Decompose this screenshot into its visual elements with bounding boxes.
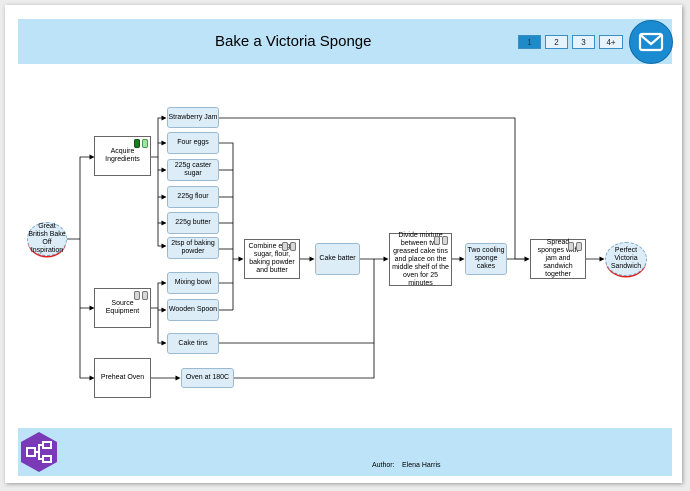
baking-powder-node[interactable]: 2tsp of baking powder xyxy=(167,237,219,259)
acquire-ingredients-task[interactable]: Acquire Ingredients xyxy=(94,136,151,176)
status-badge xyxy=(442,236,448,245)
acquire-status-badges xyxy=(134,139,148,148)
status-badge xyxy=(142,291,148,300)
status-badge xyxy=(142,139,148,148)
process-map-logo-icon xyxy=(18,431,60,473)
oven-180c-node[interactable]: Oven at 180C xyxy=(181,368,234,388)
cooling-sponges-node[interactable]: Two cooling sponge cakes xyxy=(465,243,507,275)
author-name: Elena Harris xyxy=(402,462,441,469)
status-badge xyxy=(434,236,440,245)
wooden-spoon-node[interactable]: Wooden Spoon xyxy=(167,299,219,321)
caster-sugar-node[interactable]: 225g caster sugar xyxy=(167,159,219,181)
four-eggs-node[interactable]: Four eggs xyxy=(167,132,219,154)
cake-tins-node[interactable]: Cake tins xyxy=(167,333,219,354)
combine-status-badges xyxy=(282,242,296,251)
status-badge xyxy=(568,242,574,251)
author-label: Author: xyxy=(372,462,395,469)
butter-node[interactable]: 225g butter xyxy=(167,212,219,234)
spread-status-badges xyxy=(568,242,582,251)
cake-batter-node[interactable]: Cake batter xyxy=(315,243,360,275)
page-title: Bake a Victoria Sponge xyxy=(215,33,372,50)
footer-bar xyxy=(18,428,672,476)
end-node[interactable]: Perfect Victoria Sandwich xyxy=(605,242,647,276)
status-badge xyxy=(576,242,582,251)
start-node[interactable]: Great British Bake Off Inspiration xyxy=(27,222,67,256)
envelope-icon[interactable] xyxy=(629,20,673,64)
strawberry-jam-node[interactable]: Strawberry Jam xyxy=(167,107,219,128)
page-2-button[interactable]: 2 xyxy=(545,35,568,49)
source-equipment-task[interactable]: Source Equipment xyxy=(94,288,151,328)
mixing-bowl-node[interactable]: Mixing bowl xyxy=(167,272,219,294)
status-badge xyxy=(290,242,296,251)
status-badge xyxy=(134,139,140,148)
page-4plus-button[interactable]: 4+ xyxy=(599,35,623,49)
preheat-oven-task[interactable]: Preheat Oven xyxy=(94,358,151,398)
status-badge xyxy=(134,291,140,300)
divide-mixture-task[interactable]: Divide mixture between two greased cake … xyxy=(389,232,452,287)
status-badge xyxy=(282,242,288,251)
divide-status-badges xyxy=(434,236,448,245)
flour-node[interactable]: 225g flour xyxy=(167,186,219,208)
source-status-badges xyxy=(134,291,148,300)
page-3-button[interactable]: 3 xyxy=(572,35,595,49)
page-1-button[interactable]: 1 xyxy=(518,35,541,49)
